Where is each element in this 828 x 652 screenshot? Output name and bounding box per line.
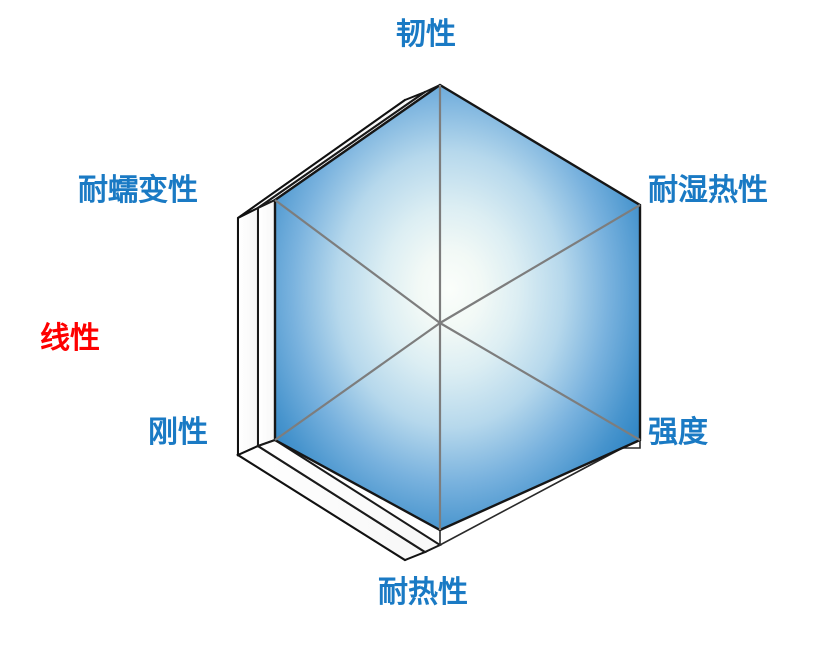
- axis-label-humid-heat-resistance: 耐湿热性: [648, 174, 768, 207]
- spoke-upper-left: [274, 199, 441, 324]
- axis-label-toughness: 韧性: [396, 18, 456, 51]
- axis-label-creep-resistance: 耐蠕变性: [78, 174, 198, 207]
- hexagon-face-front: [273, 83, 642, 532]
- axis-label-heat-resistance: 耐热性: [378, 576, 468, 609]
- axis-label-strength: 强度: [648, 416, 708, 449]
- axis-label-linearity-highlight: 线性: [40, 322, 100, 355]
- axis-label-rigidity: 刚性: [148, 416, 208, 449]
- spoke-upper-right: [439, 204, 641, 324]
- axis-spokes: [274, 85, 641, 530]
- spoke-lower-right: [439, 322, 641, 441]
- spoke-lower-left: [274, 322, 441, 441]
